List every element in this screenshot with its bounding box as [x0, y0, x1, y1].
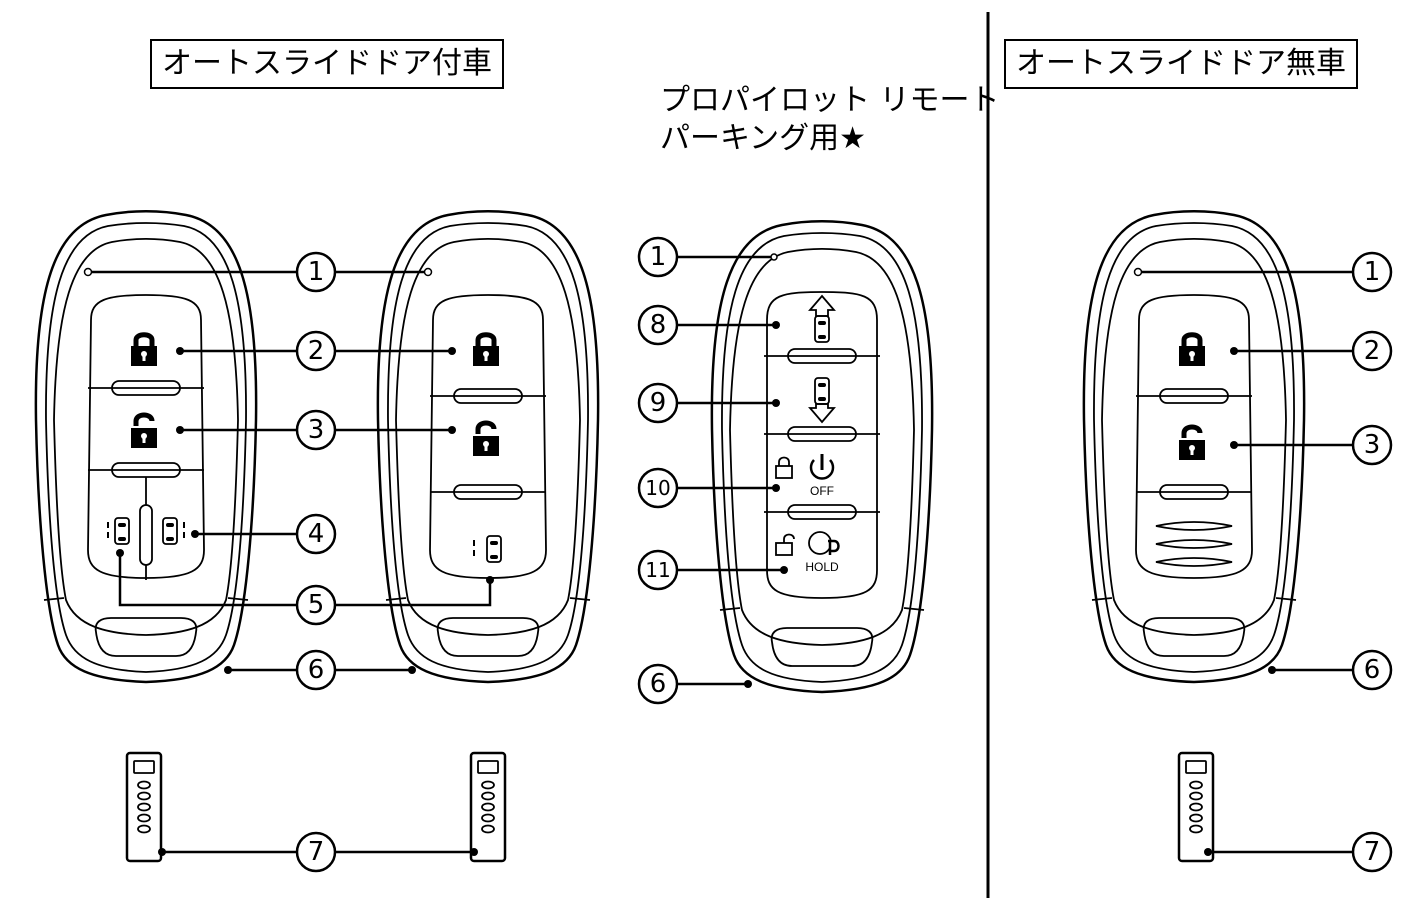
callout-6: 6 — [1351, 649, 1393, 691]
svg-text:10: 10 — [645, 476, 670, 500]
heading-with-auto-slide-door: オートスライドドア付車 — [150, 39, 504, 89]
svg-text:1: 1 — [650, 242, 667, 272]
svg-text:2: 2 — [308, 336, 325, 366]
heading-without-auto-slide-door: オートスライドドア無車 — [1004, 39, 1358, 89]
callout-1: 1 — [1351, 251, 1393, 293]
svg-text:2: 2 — [1364, 336, 1381, 366]
svg-text:1: 1 — [308, 257, 325, 287]
svg-text:6: 6 — [1364, 655, 1381, 685]
svg-text:3: 3 — [308, 415, 325, 445]
callout-2: 2 — [295, 330, 337, 372]
off-label: OFF — [810, 484, 834, 498]
callout-5: 5 — [295, 584, 337, 626]
callout-9: 9 — [637, 382, 679, 424]
svg-text:8: 8 — [650, 310, 667, 340]
svg-text:5: 5 — [308, 590, 325, 620]
lock-icon — [473, 335, 499, 366]
slide-door-right-icon — [162, 517, 185, 545]
callout-11: 11 — [637, 549, 679, 591]
forward-icon — [808, 294, 836, 343]
callout-4: 4 — [295, 513, 337, 555]
heading-propilot-remote-parking: プロパイロット リモート パーキング用★ — [660, 83, 1000, 156]
lock-outline-icon — [775, 456, 793, 479]
key-no-auto-slide — [1082, 210, 1306, 684]
svg-text:4: 4 — [308, 519, 325, 549]
svg-text:9: 9 — [650, 388, 667, 418]
callout-6: 6 — [295, 649, 337, 691]
power-off-icon: OFF — [809, 454, 835, 498]
mechanical-key — [1177, 751, 1215, 863]
unlock-icon — [1179, 427, 1205, 460]
lock-icon — [1179, 335, 1205, 366]
svg-text:6: 6 — [308, 655, 325, 685]
svg-text:7: 7 — [308, 837, 325, 867]
leader-dots — [116, 321, 1276, 856]
unlock-outline-icon — [775, 533, 795, 556]
callout-6: 6 — [637, 663, 679, 705]
svg-text:11: 11 — [645, 558, 670, 582]
indicator-dots — [83, 253, 1143, 277]
hold-label: HOLD — [805, 560, 839, 574]
speaker-grille — [1155, 521, 1233, 567]
unlock-icon — [131, 415, 157, 448]
lock-icon — [131, 335, 157, 366]
svg-text:1: 1 — [1364, 257, 1381, 287]
callout-1: 1 — [637, 236, 679, 278]
callout-3: 3 — [1351, 424, 1393, 466]
slide-door-left-icon — [107, 517, 130, 545]
svg-text:6: 6 — [650, 669, 667, 699]
slide-door-icon — [473, 535, 502, 563]
mechanical-key — [469, 751, 507, 863]
svg-text:3: 3 — [1364, 430, 1381, 460]
callout-7: 7 — [1351, 831, 1393, 873]
mechanical-key — [125, 751, 163, 863]
key-propilot: OFF HOLD — [710, 220, 934, 694]
unlock-icon — [473, 423, 499, 456]
callout-10: 10 — [637, 467, 679, 509]
callout-8: 8 — [637, 304, 679, 346]
leader-lines — [88, 255, 1352, 854]
callout-2: 2 — [1351, 330, 1393, 372]
svg-text:7: 7 — [1364, 837, 1381, 867]
park-hold-icon: HOLD — [805, 531, 840, 574]
callout-1: 1 — [295, 251, 337, 293]
key-auto-slide-both — [34, 210, 258, 684]
callout-3: 3 — [295, 409, 337, 451]
backward-icon — [808, 377, 836, 424]
callout-7: 7 — [295, 831, 337, 873]
key-auto-slide-single — [376, 210, 600, 684]
